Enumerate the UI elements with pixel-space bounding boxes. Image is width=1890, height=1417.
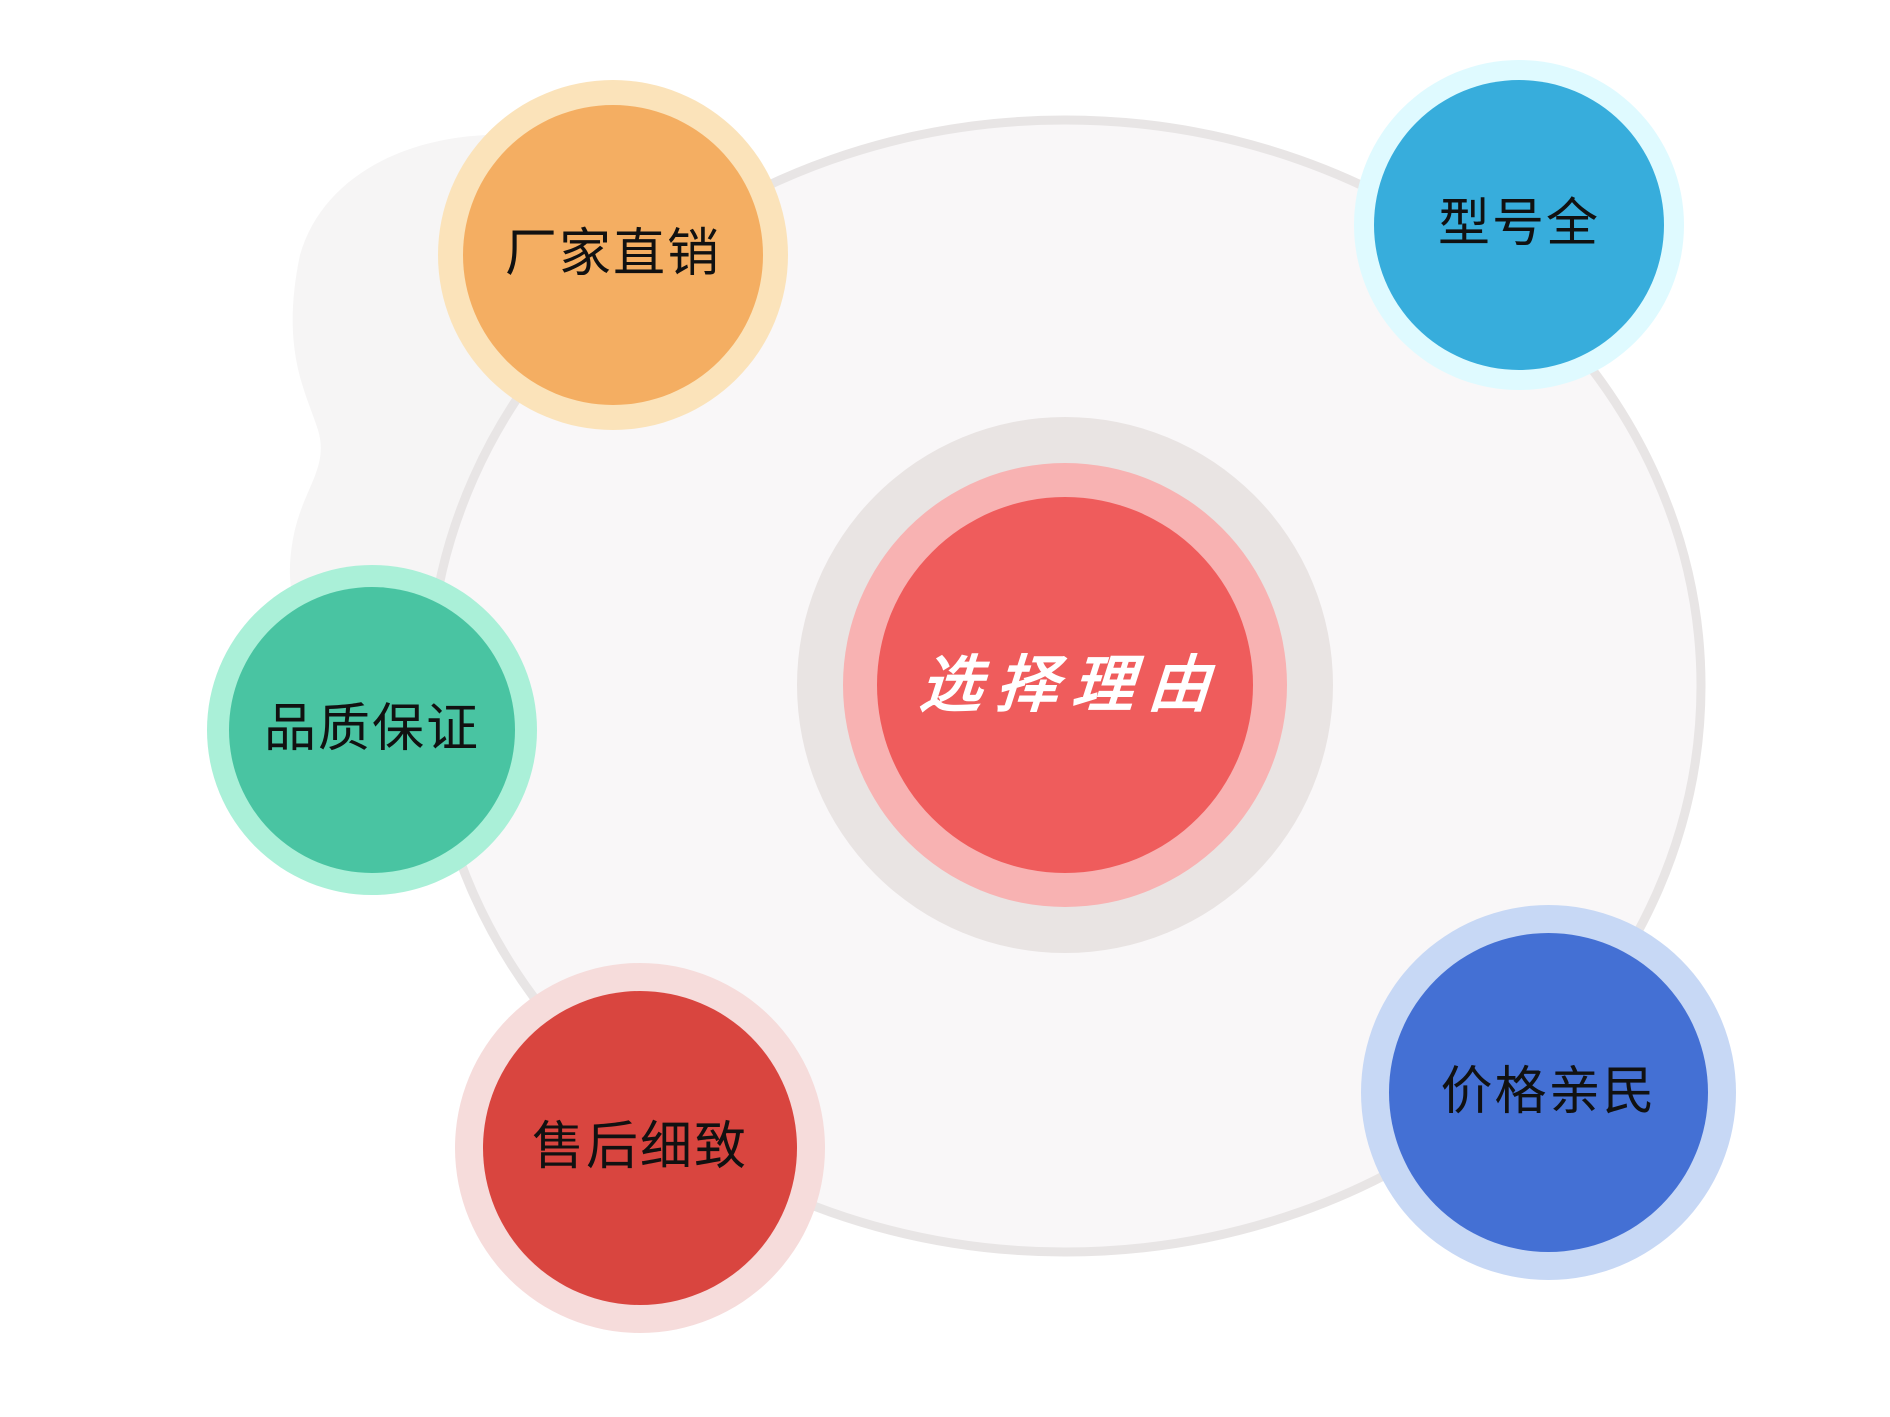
bubble-core: 价格亲民 — [1389, 933, 1708, 1252]
center-node-label: 选择理由 — [917, 648, 1227, 721]
center-outer-ring: 选择理由 — [797, 417, 1333, 953]
bubble-node-after-sales-service[interactable]: 售后细致 — [455, 963, 825, 1333]
bubble-label: 厂家直销 — [504, 226, 721, 283]
bubble-node-quality-guarantee[interactable]: 品质保证 — [207, 565, 537, 895]
bubble-label: 型号全 — [1437, 196, 1600, 253]
bubble-core: 型号全 — [1374, 80, 1664, 370]
bubble-node-manufacturer-direct[interactable]: 厂家直销 — [438, 80, 788, 430]
bubble-core: 品质保证 — [229, 587, 515, 873]
center-node[interactable]: 选择理由 — [877, 497, 1253, 873]
bubble-label: 售后细致 — [531, 1119, 748, 1176]
bubble-node-affordable-price[interactable]: 价格亲民 — [1361, 905, 1736, 1280]
bubble-label: 品质保证 — [263, 701, 480, 758]
bubble-node-full-model-range[interactable]: 型号全 — [1354, 60, 1684, 390]
bubble-core: 厂家直销 — [463, 105, 763, 405]
bubble-label: 价格亲民 — [1440, 1063, 1657, 1121]
bubble-core: 售后细致 — [483, 991, 797, 1305]
center-mid-ring: 选择理由 — [843, 463, 1287, 907]
